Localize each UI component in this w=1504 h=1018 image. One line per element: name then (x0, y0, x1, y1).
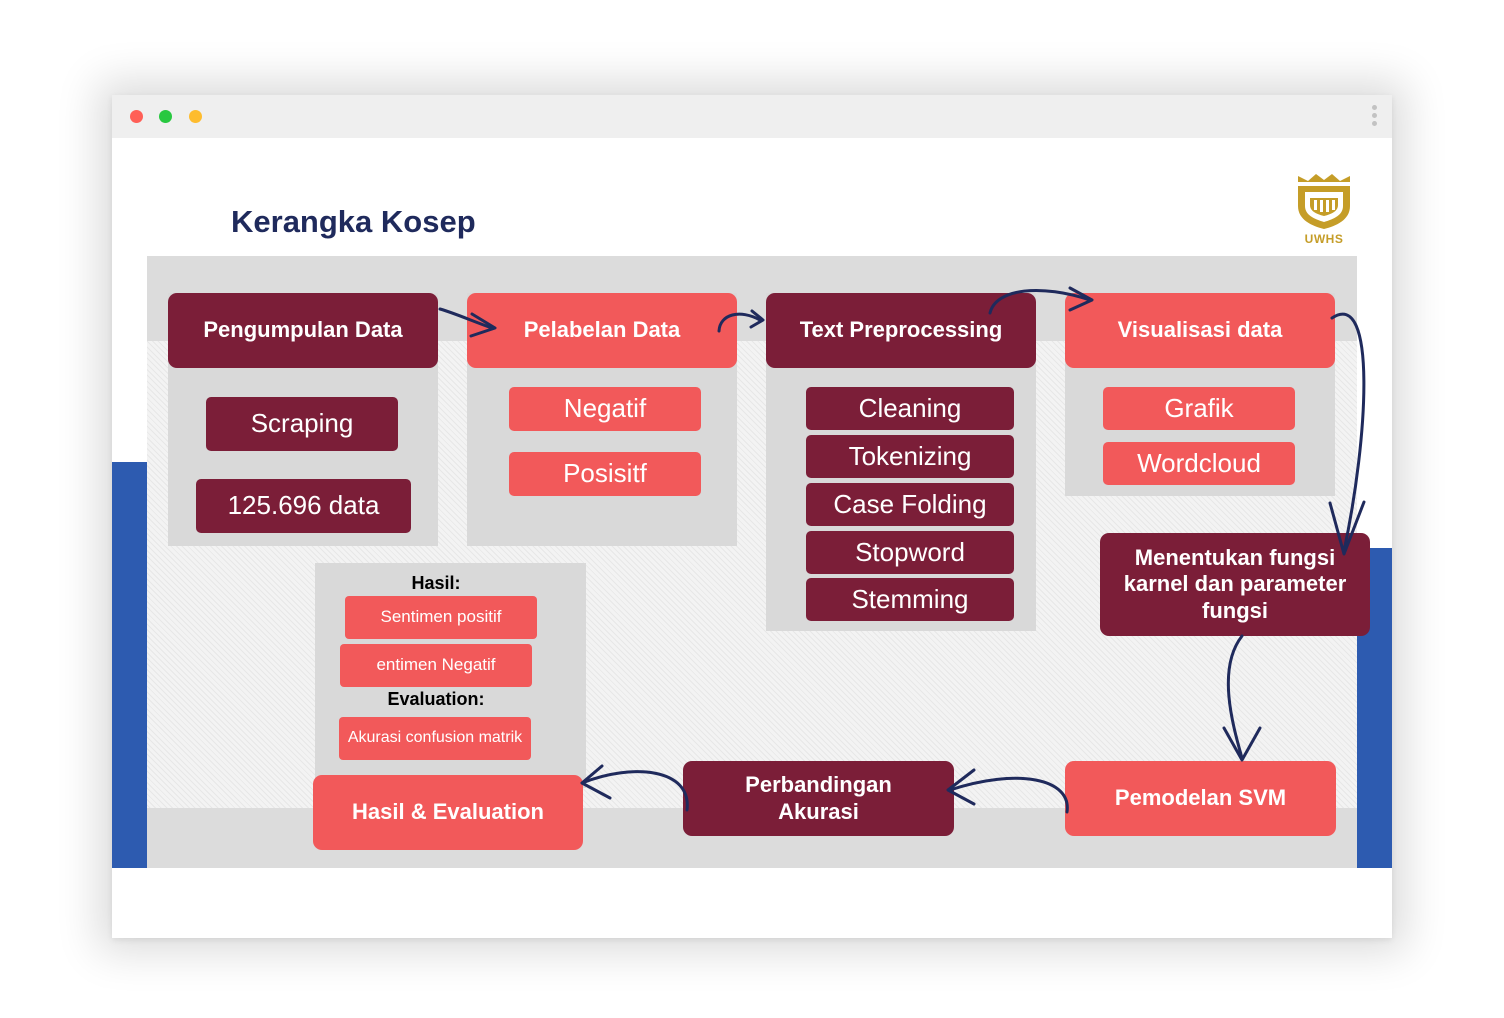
maximize-window-button[interactable] (159, 110, 172, 123)
item-tokenizing: Tokenizing (806, 435, 1014, 478)
step-hasil-evaluation: Hasil & Evaluation (313, 775, 583, 850)
item-data-count: 125.696 data (196, 479, 411, 533)
evaluation-label: Evaluation: (387, 689, 485, 709)
item-case-folding: Case Folding (806, 483, 1014, 526)
slide: Kerangka Kosep UWHS Pengumpulan Data Scr… (112, 138, 1392, 938)
close-window-button[interactable] (130, 110, 143, 123)
step-perbandingan-akurasi: Perbandingan Akurasi (683, 761, 954, 836)
step-pelabelan-data: Pelabelan Data (467, 293, 737, 368)
item-sentimen-negatif: entimen Negatif (340, 644, 532, 687)
uwhs-logo: UWHS (1292, 172, 1356, 246)
shield-logo-icon (1298, 174, 1350, 229)
item-negatif: Negatif (509, 387, 701, 431)
item-grafik: Grafik (1103, 387, 1295, 430)
item-akurasi-confusion-matrik: Akurasi confusion matrik (339, 717, 531, 760)
item-cleaning: Cleaning (806, 387, 1014, 430)
logo-text: UWHS (1304, 232, 1344, 246)
item-scraping: Scraping (206, 397, 398, 451)
step-pemodelan-svm: Pemodelan SVM (1065, 761, 1336, 836)
hasil-label: Hasil: (411, 573, 461, 593)
item-wordcloud: Wordcloud (1103, 442, 1295, 485)
step-text-preprocessing: Text Preprocessing (766, 293, 1036, 368)
item-sentimen-positif: Sentimen positif (345, 596, 537, 639)
item-positif: Posisitf (509, 452, 701, 496)
step-menentukan-fungsi-kernel: Menentukan fungsi karnel dan parameter f… (1100, 533, 1370, 636)
item-stemming: Stemming (806, 578, 1014, 621)
step-visualisasi-data: Visualisasi data (1065, 293, 1335, 368)
item-stopword: Stopword (806, 531, 1014, 574)
step-pengumpulan-data: Pengumpulan Data (168, 293, 438, 368)
more-options-icon[interactable] (1370, 105, 1378, 129)
browser-window: Kerangka Kosep UWHS Pengumpulan Data Scr… (112, 95, 1392, 938)
window-titlebar (112, 95, 1392, 138)
slide-title: Kerangka Kosep (231, 204, 476, 239)
minimize-window-button[interactable] (189, 110, 202, 123)
